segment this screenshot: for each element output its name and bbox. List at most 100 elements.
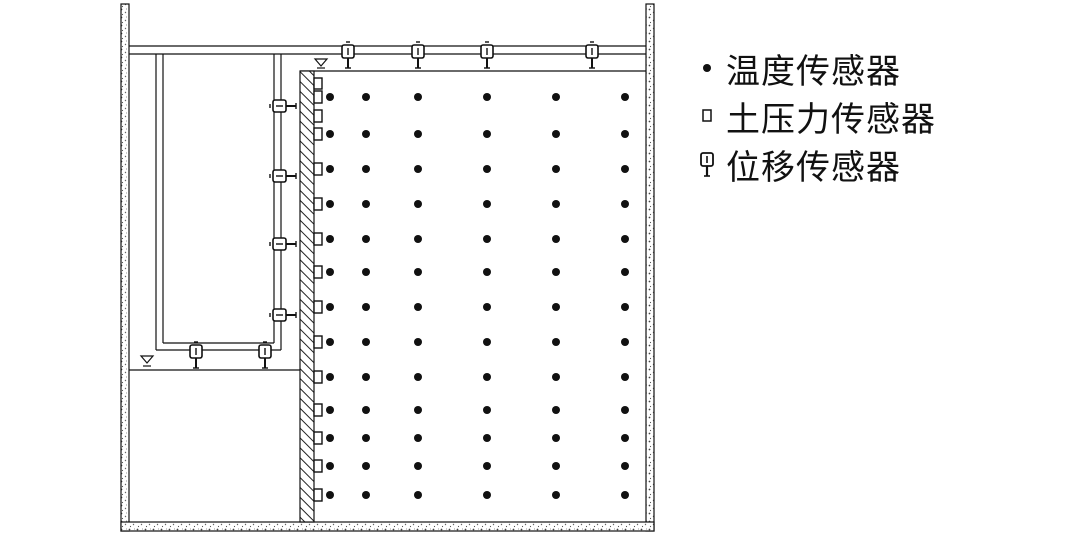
temperature-sensor-r10-c3	[414, 406, 422, 414]
temperature-sensor-r11-c3	[414, 434, 422, 442]
temperature-sensor-r2-c3	[414, 130, 422, 138]
temperature-sensor-r1-c6	[621, 93, 629, 101]
temperature-sensor-r8-c2	[362, 338, 370, 346]
top-displacement-sensor-3	[480, 41, 494, 69]
temperature-sensor-r3-c4	[483, 165, 491, 173]
small-rectangle-icon	[692, 96, 722, 136]
earth-pressure-sensor-11	[313, 431, 323, 445]
displacement-sensor-icon	[692, 144, 722, 184]
temperature-sensor-r9-c4	[483, 373, 491, 381]
side-displacement-sensor-4	[269, 308, 297, 322]
retaining-wall	[299, 70, 315, 523]
temperature-sensor-r12-c3	[414, 462, 422, 470]
legend-item-temperature: 温度传感器	[692, 44, 936, 92]
temperature-sensor-r11-c2	[362, 434, 370, 442]
earth-pressure-sensors	[313, 77, 323, 502]
earth-pressure-sensor-12	[313, 459, 323, 473]
top-beam	[129, 45, 646, 55]
earth-pressure-sensor-4	[313, 197, 323, 211]
temperature-sensor-r10-c5	[552, 406, 560, 414]
legend-item-earth-pressure: 土压力传感器	[692, 92, 936, 140]
temperature-sensor-r2-c2	[362, 130, 370, 138]
temperature-sensor-r11-c6	[621, 434, 629, 442]
side-displacement-sensor-1	[269, 99, 297, 113]
temperature-sensor-r4-c4	[483, 200, 491, 208]
legend-label-temperature: 温度传感器	[726, 51, 901, 92]
earth-pressure-sensor-top-b	[313, 109, 323, 123]
temperature-sensor-r13-c4	[483, 491, 491, 499]
temperature-sensor-r10-c6	[621, 406, 629, 414]
temperature-sensor-r6-c5	[552, 268, 560, 276]
tank-right-wall	[645, 3, 655, 532]
temperature-sensor-r9-c6	[621, 373, 629, 381]
tank-bottom-wall	[120, 521, 655, 532]
temperature-sensor-r4-c3	[414, 200, 422, 208]
temperature-sensor-r3-c1	[326, 165, 334, 173]
temperature-sensor-r9-c2	[362, 373, 370, 381]
temperature-sensor-r3-c6	[621, 165, 629, 173]
temperature-sensor-r8-c4	[483, 338, 491, 346]
tank-left-wall	[120, 3, 130, 532]
top-displacement-sensor-4	[585, 41, 599, 69]
temperature-sensor-r7-c3	[414, 303, 422, 311]
temperature-sensor-r8-c3	[414, 338, 422, 346]
temperature-sensor-r2-c5	[552, 130, 560, 138]
top-displacement-sensors	[341, 41, 599, 69]
temperature-sensor-r6-c4	[483, 268, 491, 276]
temperature-sensor-r4-c5	[552, 200, 560, 208]
temperature-sensor-r10-c4	[483, 406, 491, 414]
temperature-sensor-r11-c1	[326, 434, 334, 442]
temperature-sensor-r13-c3	[414, 491, 422, 499]
top-displacement-sensor-2	[411, 41, 425, 69]
temperature-sensor-r13-c6	[621, 491, 629, 499]
temperature-sensor-r12-c1	[326, 462, 334, 470]
water-level-mark-top	[313, 58, 329, 69]
temperature-sensor-r4-c6	[621, 200, 629, 208]
temperature-sensor-r5-c3	[414, 235, 422, 243]
temperature-sensor-r3-c5	[552, 165, 560, 173]
earth-pressure-sensor-top-a	[313, 77, 323, 90]
temperature-sensor-r10-c1	[326, 406, 334, 414]
temperature-sensor-r10-c2	[362, 406, 370, 414]
temperature-sensor-r9-c1	[326, 373, 334, 381]
temperature-sensor-r8-c6	[621, 338, 629, 346]
earth-pressure-sensor-3	[313, 162, 323, 176]
earth-pressure-sensor-8	[313, 335, 323, 349]
dot-icon	[692, 48, 722, 88]
temperature-sensor-r5-c1	[326, 235, 334, 243]
temperature-sensor-r8-c1	[326, 338, 334, 346]
temperature-sensor-r9-c5	[552, 373, 560, 381]
temperature-sensor-r7-c1	[326, 303, 334, 311]
temperature-sensor-r13-c1	[326, 491, 334, 499]
temperature-sensor-r9-c3	[414, 373, 422, 381]
temperature-sensor-r5-c2	[362, 235, 370, 243]
temperature-sensor-r7-c4	[483, 303, 491, 311]
temperature-sensor-r6-c6	[621, 268, 629, 276]
legend-item-displacement: 位移传感器	[692, 140, 936, 188]
temperature-sensor-r13-c2	[362, 491, 370, 499]
temperature-sensor-r3-c2	[362, 165, 370, 173]
temperature-sensor-r1-c4	[483, 93, 491, 101]
bottom-displacement-sensor-1	[189, 341, 203, 369]
temperature-sensor-r3-c3	[414, 165, 422, 173]
temperature-sensor-r2-c4	[483, 130, 491, 138]
water-level-mark-left	[139, 355, 155, 367]
temperature-sensor-r7-c6	[621, 303, 629, 311]
temperature-sensor-r1-c1	[326, 93, 334, 101]
temperature-sensor-r5-c4	[483, 235, 491, 243]
earth-pressure-sensor-2	[313, 127, 323, 141]
temperature-sensor-r2-c1	[326, 130, 334, 138]
temperature-sensor-r12-c4	[483, 462, 491, 470]
earth-pressure-sensor-13	[313, 488, 323, 502]
temperature-sensor-r6-c3	[414, 268, 422, 276]
earth-pressure-sensor-1	[313, 90, 323, 104]
temperature-sensor-r1-c5	[552, 93, 560, 101]
temperature-sensor-r5-c6	[621, 235, 629, 243]
side-displacement-sensor-2	[269, 169, 297, 183]
reference-frame	[155, 54, 282, 351]
bottom-displacement-sensor-2	[258, 341, 272, 369]
earth-pressure-sensor-6	[313, 265, 323, 279]
temperature-sensor-r8-c5	[552, 338, 560, 346]
temperature-sensor-r6-c2	[362, 268, 370, 276]
